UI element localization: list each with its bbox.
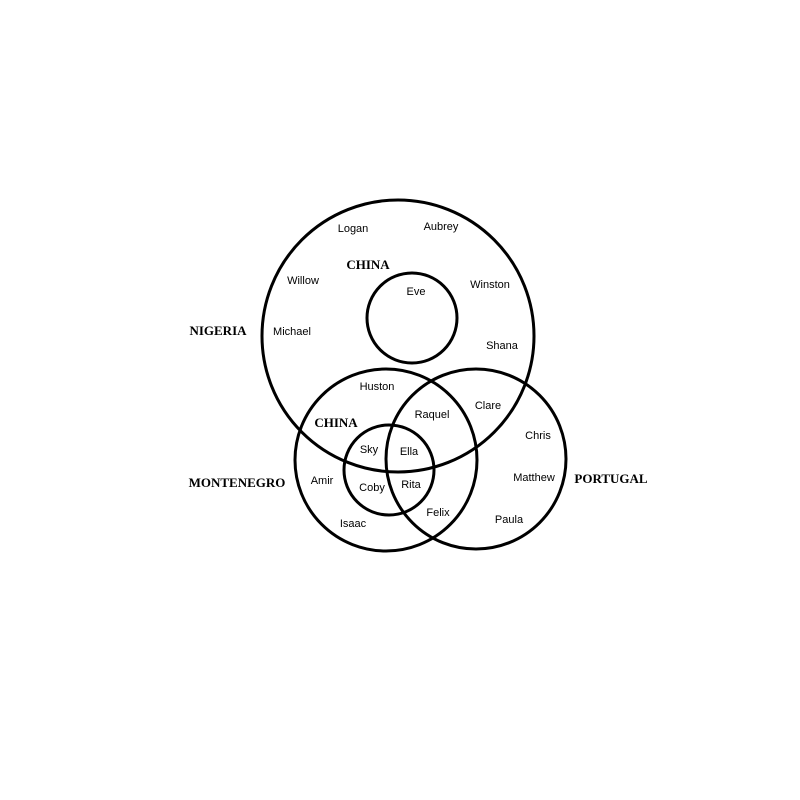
member-label: Ella (400, 446, 419, 458)
nigeria-circle (260, 198, 536, 474)
member-label: Rita (401, 479, 421, 491)
set-label-nigeria: NIGERIA (189, 323, 247, 338)
china-bottom-circle (342, 423, 436, 517)
member-label: Sky (360, 444, 379, 456)
set-label-china-top: CHINA (346, 257, 390, 272)
member-label: Coby (359, 482, 385, 494)
member-label: Winston (470, 279, 510, 291)
set-label-montenegro: MONTENEGRO (189, 475, 286, 490)
member-label: Matthew (513, 472, 555, 484)
china-top-circle (365, 271, 459, 365)
member-label: Logan (338, 223, 369, 235)
member-label: Raquel (415, 409, 450, 421)
set-label-china-bottom: CHINA (314, 415, 358, 430)
member-label: Paula (495, 514, 524, 526)
member-label: Amir (311, 475, 334, 487)
set-label-portugal: PORTUGAL (574, 471, 648, 486)
portugal-circle (384, 367, 568, 551)
member-label: Isaac (340, 518, 367, 530)
member-label: Huston (360, 381, 395, 393)
montenegro-circle (293, 367, 479, 553)
member-label: Michael (273, 326, 311, 338)
member-label: Willow (287, 275, 319, 287)
member-label: Felix (426, 507, 450, 519)
member-label: Chris (525, 430, 551, 442)
member-label: Shana (486, 340, 519, 352)
member-label: Aubrey (424, 221, 459, 233)
member-label: Clare (475, 400, 501, 412)
member-label: Eve (407, 286, 426, 298)
